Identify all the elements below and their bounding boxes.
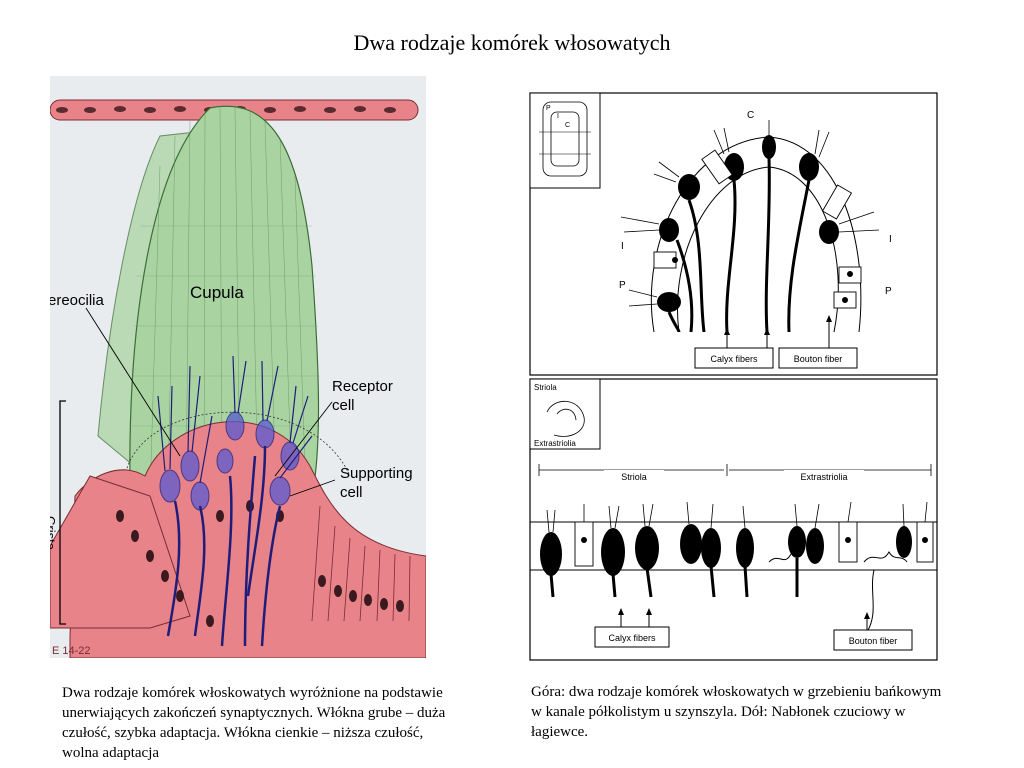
bottom-bouton-label: Bouton fiber	[849, 636, 898, 646]
bottom-calyx-box	[594, 626, 670, 648]
bottom-calyx-label: Calyx fibers	[608, 633, 656, 643]
receptor-cell-label-line2: cell	[332, 397, 355, 414]
cupula-label: Cupula	[190, 283, 244, 302]
supporting-cell-label-line2: cell	[340, 484, 363, 501]
bottom-inset	[529, 378, 601, 450]
figure-number: E 14-22	[52, 645, 91, 657]
cupula	[129, 105, 320, 507]
hair-cell-diagrams: P I C	[529, 92, 939, 662]
inset-i-label: I	[557, 113, 559, 120]
caption-right: Góra: dwa rodzaje komórek włoskowatych w…	[531, 684, 942, 740]
region-c-label: C	[747, 110, 754, 121]
inset-striola-label: Striola	[534, 383, 557, 392]
region-p-left-label: P	[619, 280, 626, 291]
inset-p-label: P	[546, 105, 551, 112]
stereocilia-label: ereocilia	[50, 292, 105, 309]
region-i-right-label: I	[889, 234, 892, 245]
caption-left: Dwa rodzaje komórek włoskowatych wyróżni…	[62, 685, 446, 761]
striola-span-label: Striola	[621, 472, 647, 482]
top-calyx-box	[694, 347, 774, 369]
top-calyx-label: Calyx fibers	[710, 354, 758, 364]
region-p-right-label: P	[885, 286, 892, 297]
crista-label: Crista	[50, 516, 58, 551]
receptor-cell-label-line1: Receptor	[332, 378, 393, 395]
receptor-cells	[159, 411, 300, 511]
region-i-left-label: I	[621, 241, 624, 252]
extrastriola-span-label: Extrastriolia	[800, 472, 847, 482]
crista-illustration: Cupula ereocilia Receptor cell Supportin…	[50, 76, 426, 658]
slide-title: Dwa rodzaje komórek włosowatych	[353, 30, 671, 55]
inset-c-label: C	[565, 122, 570, 129]
bottom-bouton-box	[833, 629, 913, 651]
inset-extrastriola-label: Extrastriolia	[534, 439, 576, 448]
top-bouton-box	[778, 347, 858, 369]
top-inset	[529, 92, 601, 189]
top-bouton-label: Bouton fiber	[794, 354, 843, 364]
supporting-cell-label-line1: Supporting	[340, 465, 413, 482]
